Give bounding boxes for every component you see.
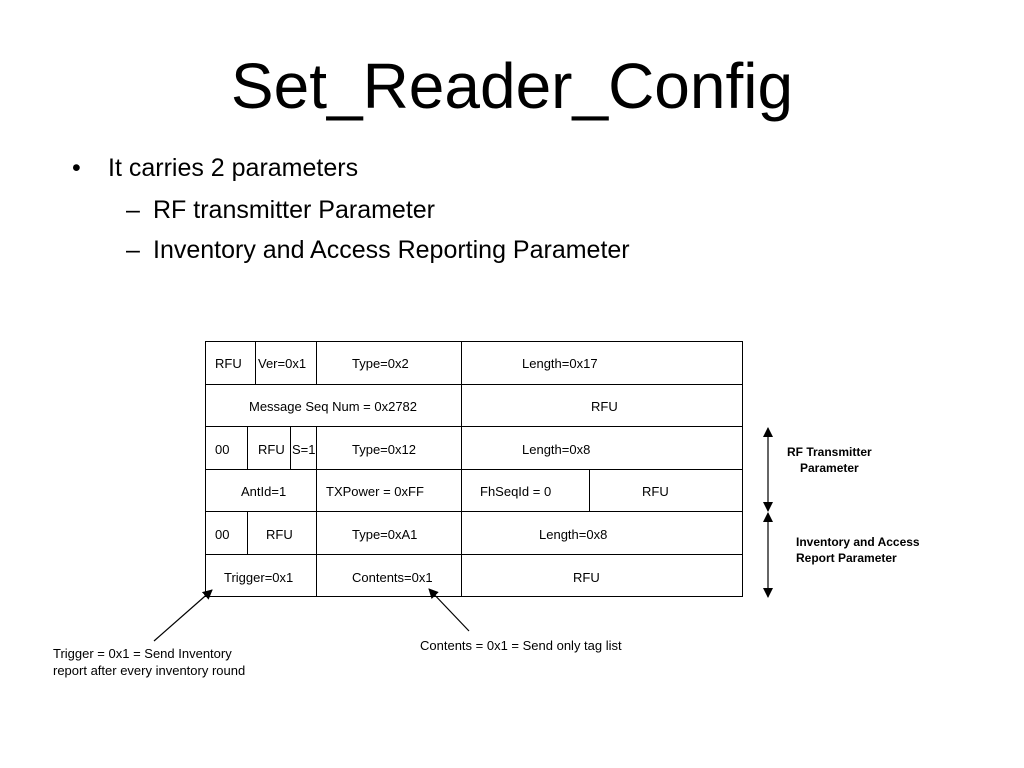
rf-transmitter-label: Parameter: [800, 461, 859, 475]
contents-note-arrow: [428, 588, 470, 632]
contents-note: Contents = 0x1 = Send only tag list: [420, 638, 622, 653]
table-cell: S=1: [292, 442, 316, 457]
trigger-note-arrow: [153, 589, 213, 642]
table-cell: 00: [215, 442, 229, 457]
table-cell: Type=0x2: [352, 356, 409, 371]
table-cell: AntId=1: [241, 484, 286, 499]
inventory-access-label: Inventory and Access: [796, 535, 920, 549]
bullet-marker: •: [72, 154, 81, 182]
table-cell: Length=0x8: [522, 442, 590, 457]
table-cell: RFU: [573, 570, 600, 585]
inventory-access-label: Report Parameter: [796, 551, 897, 565]
table-cell: Contents=0x1: [352, 570, 433, 585]
trigger-note: Trigger = 0x1 = Send Inventory: [53, 646, 232, 661]
table-cell: TXPower = 0xFF: [326, 484, 424, 499]
table-cell: 00: [215, 527, 229, 542]
sub-bullet-item: Inventory and Access Reporting Parameter: [153, 236, 630, 264]
table-cell: RFU: [591, 399, 618, 414]
rf-transmitter-label: RF Transmitter: [787, 445, 872, 459]
table-cell: RFU: [215, 356, 242, 371]
slide-title: Set_Reader_Config: [230, 50, 794, 122]
message-table: [205, 341, 743, 597]
table-cell: Type=0x12: [352, 442, 416, 457]
table-cell: RFU: [642, 484, 669, 499]
table-cell: Type=0xA1: [352, 527, 417, 542]
sub-bullet-marker: –: [126, 196, 140, 224]
table-cell: Length=0x17: [522, 356, 598, 371]
sub-bullet-item: RF transmitter Parameter: [153, 196, 436, 224]
trigger-note: report after every inventory round: [53, 663, 245, 678]
table-cell: Trigger=0x1: [224, 570, 293, 585]
table-cell: Length=0x8: [539, 527, 607, 542]
bullet-item: It carries 2 parameters: [108, 154, 359, 182]
table-cell: Message Seq Num = 0x2782: [249, 399, 417, 414]
table-cell: RFU: [258, 442, 285, 457]
table-cell: FhSeqId = 0: [480, 484, 551, 499]
table-cell: Ver=0x1: [258, 356, 306, 371]
sub-bullet-marker: –: [126, 236, 140, 264]
table-cell: RFU: [266, 527, 293, 542]
